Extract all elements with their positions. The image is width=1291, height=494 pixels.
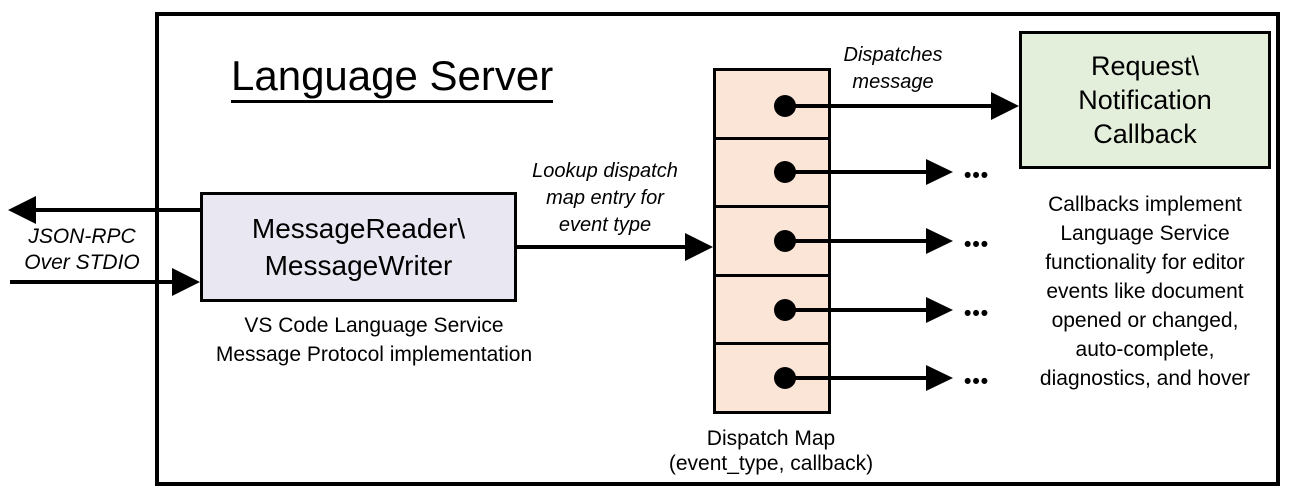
message-reader-label: MessageReader\ (251, 213, 466, 244)
callbacks-note-line: opened or changed, (1051, 309, 1239, 332)
message-box-caption: VS Code Language Service Message Protoco… (204, 311, 544, 369)
json-rpc-label-line1: JSON-RPC (28, 225, 136, 248)
callback-box-line1: Request\ (1090, 51, 1200, 81)
callbacks-note-line: auto-complete, (1075, 338, 1215, 361)
ellipsis: ••• (964, 233, 990, 256)
callbacks-note-line: diagnostics, and hover (1039, 367, 1251, 390)
dispatch-map-cell (716, 140, 828, 209)
dispatches-message-label-line2: message (852, 71, 934, 93)
dispatches-message-label-line1: Dispatches (843, 44, 943, 66)
ellipsis: ••• (964, 164, 990, 187)
message-box-caption-line2: Message Protocol implementation (215, 343, 533, 366)
callbacks-note: Callbacks implement Language Service fun… (1014, 190, 1276, 393)
lookup-dispatch-label-line3: event type (558, 214, 652, 236)
callbacks-note-line: functionality for editor (1045, 251, 1245, 274)
json-rpc-label-line2: Over STDIO (24, 251, 140, 274)
callback-box-line2: Notification (1078, 85, 1212, 115)
callback-box-line3: Callback (1093, 119, 1197, 149)
request-notification-callback-box: Request\ Notification Callback (1019, 31, 1271, 169)
dispatch-map-cell (716, 71, 828, 140)
dispatch-map-label: Dispatch Map (event_type, callback) (640, 426, 902, 476)
diagram-title: Language Server (231, 54, 554, 103)
lookup-dispatch-label-line2: map entry for (546, 187, 664, 209)
callbacks-note-line: Language Service (1060, 222, 1230, 245)
message-writer-label: MessageWriter (264, 250, 453, 281)
callbacks-note-line: Callbacks implement (1048, 193, 1242, 216)
dispatch-map-cell (716, 345, 828, 411)
dispatch-map-label-line2: (event_type, callback) (668, 452, 874, 475)
message-box-caption-line1: VS Code Language Service (244, 314, 504, 337)
dispatch-map-cell (716, 208, 828, 277)
dispatch-map (713, 68, 831, 414)
ellipsis: ••• (964, 302, 990, 325)
json-rpc-label: JSON-RPC Over STDIO (8, 224, 156, 276)
dispatches-message-label: Dispatches message (818, 42, 968, 96)
lookup-dispatch-label-line1: Lookup dispatch (532, 160, 678, 182)
dispatch-map-cell (716, 277, 828, 346)
message-reader-writer-box: MessageReader\ MessageWriter (200, 192, 517, 302)
callbacks-note-line: events like document (1046, 280, 1244, 303)
ellipsis: ••• (964, 370, 990, 393)
dispatch-map-label-line1: Dispatch Map (706, 427, 836, 450)
lookup-dispatch-label: Lookup dispatch map entry for event type (505, 158, 705, 239)
